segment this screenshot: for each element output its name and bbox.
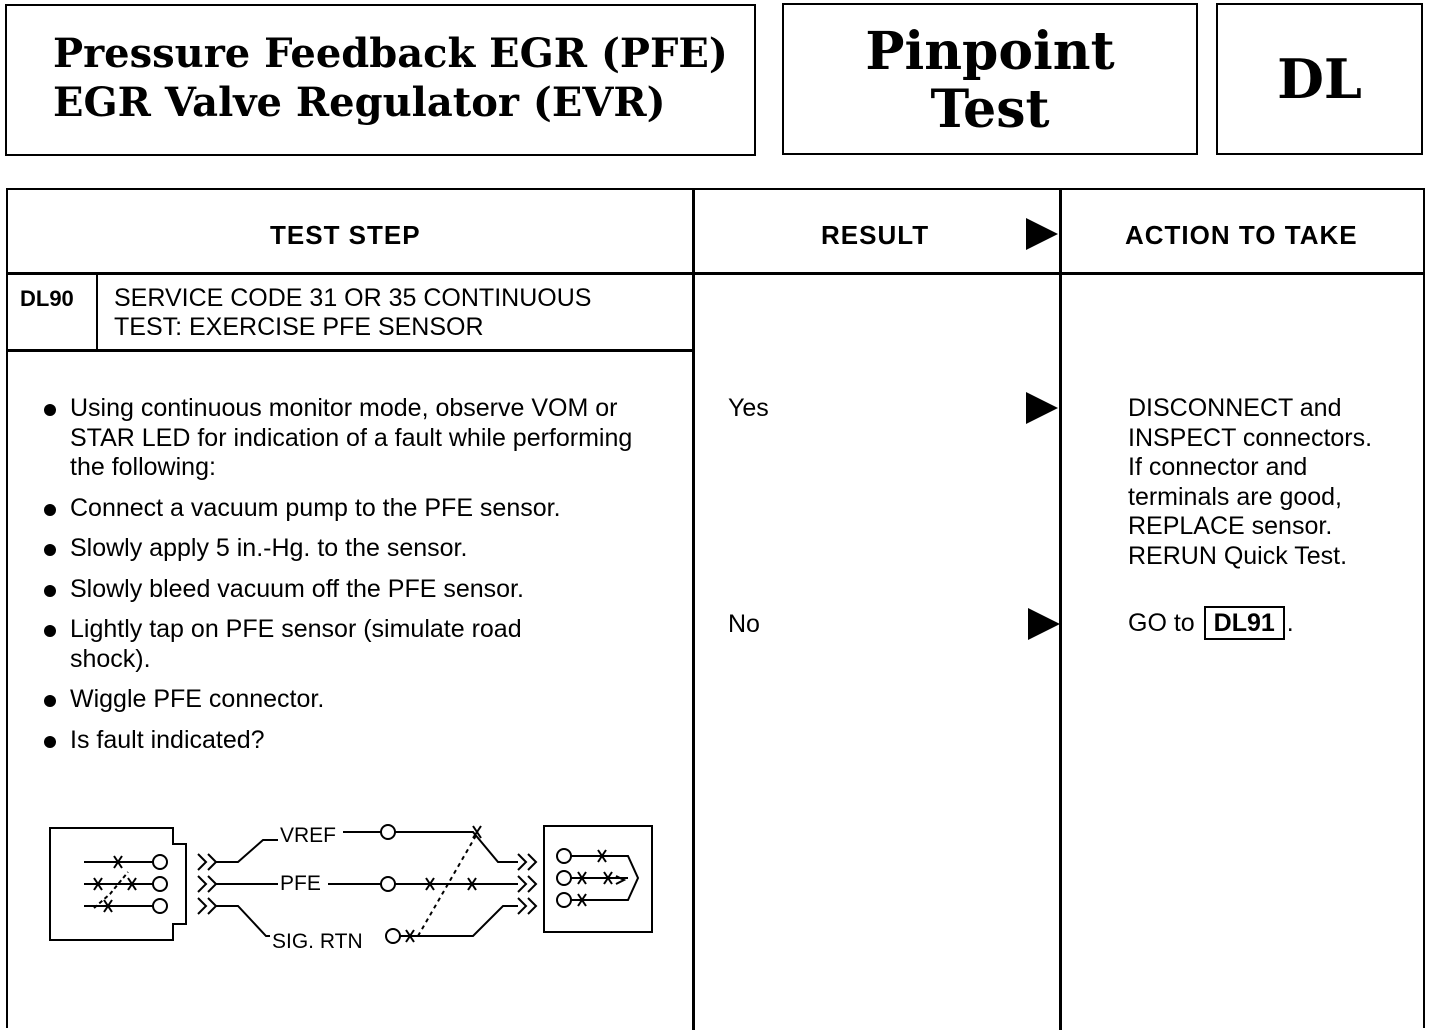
pinpoint-test-label: Pinpoint Test [782,3,1198,155]
header-rule [8,272,1425,275]
title-line-1: Pressure Feedback EGR (PFE) [53,30,728,77]
action-line: INSPECT connectors. [1128,423,1373,452]
arrow-right-icon [1028,608,1060,640]
pinpoint-line-2: Test [930,79,1050,140]
pin-icon [152,898,168,914]
pinpoint-line-1: Pinpoint [865,21,1115,82]
column-header-result: RESULT [821,220,930,250]
action-no: GO to DL91. [1128,606,1294,640]
page-title: Pressure Feedback EGR (PFE) EGR Valve Re… [5,4,756,156]
arrow-right-icon [1026,218,1058,250]
action-line: RERUN Quick Test. [1128,541,1348,570]
list-item: Lightly tap on PFE sensor (simulate road… [40,615,600,674]
action-prefix: GO to [1128,609,1195,637]
list-item: Slowly apply 5 in.-Hg. to the sensor. [40,534,690,564]
sensor-connector-body [49,827,187,941]
list-item: Using continuous monitor mode, observe V… [40,394,670,483]
list-item: Wiggle PFE connector. [40,685,690,715]
action-line: DISCONNECT and [1128,394,1342,422]
divider-test-result [692,190,695,1030]
pin-icon [152,876,168,892]
step-title-line-2: TEST: EXERCISE PFE SENSOR [114,313,484,341]
column-header-test-step: TEST STEP [270,220,421,250]
list-item: Is fault indicated? [40,726,690,756]
harness-connector-body [543,825,653,933]
result-no: No [728,610,760,638]
column-header-action: ACTION TO TAKE [1125,220,1358,250]
step-title-line-1: SERVICE CODE 31 OR 35 CONTINUOUS [114,284,592,312]
step-code: DL90 [20,286,74,311]
action-line: REPLACE sensor. [1128,512,1333,540]
list-item: Slowly bleed vacuum off the PFE sensor. [40,575,690,605]
wiring-diagram: VREF PFE SIG. RTN [49,824,653,953]
list-item: Connect a vacuum pump to the PFE sensor. [40,494,690,524]
action-suffix: . [1286,609,1294,637]
diagram-label-vref: VREF [280,824,336,847]
step-title-rule [8,349,694,352]
action-yes: DISCONNECT and INSPECT connectors. If co… [1128,394,1372,571]
arrow-right-icon [1026,392,1058,424]
test-table: TEST STEP RESULT ACTION TO TAKE DL90 SER… [6,188,1425,1030]
action-line: If connector and [1128,453,1308,481]
action-line: terminals are good, [1128,482,1343,511]
divider-result-action [1059,190,1062,1030]
result-yes: Yes [728,394,769,422]
diagram-label-pfe: PFE [280,872,321,895]
section-code: DL [1216,3,1423,155]
diagram-label-sig-rtn: SIG. RTN [272,930,363,953]
step-instructions: Using continuous monitor mode, observe V… [40,394,690,766]
title-line-2: EGR Valve Regulator (EVR) [53,79,666,126]
step-reference-link[interactable]: DL91 [1203,606,1285,640]
step-title: SERVICE CODE 31 OR 35 CONTINUOUS TEST: E… [114,284,694,342]
pin-icon [152,854,168,870]
step-code-divider [96,274,98,351]
